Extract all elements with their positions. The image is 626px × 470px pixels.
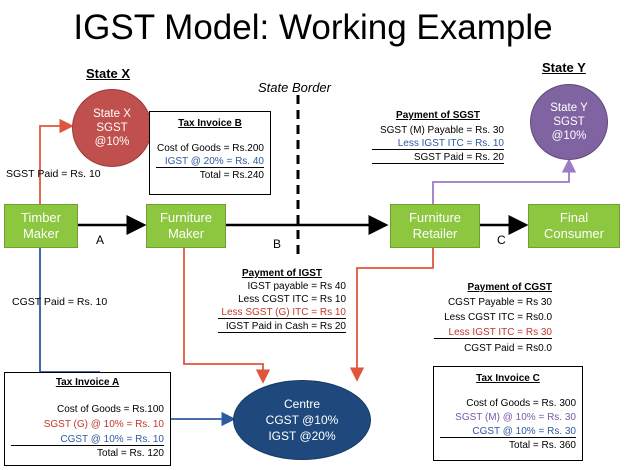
payment-igst-row-3: IGST Paid in Cash = Rs 20 xyxy=(218,321,346,333)
circle-y-line2: SGST xyxy=(553,116,585,128)
payment-cgst-row-0: CGST Payable = Rs 30 xyxy=(447,297,552,308)
invoice-b-title: Tax Invoice B xyxy=(178,118,242,129)
invoice-c-row-2: CGST @ 10% = Rs. 30 xyxy=(440,426,576,438)
centre-line1: Centre xyxy=(283,397,321,411)
invoice-c-title: Tax Invoice C xyxy=(476,373,540,384)
invoice-b-row-2: Total = Rs.240 xyxy=(199,170,264,181)
state-y-label: State Y xyxy=(542,60,586,75)
invoice-a-title: Tax Invoice A xyxy=(55,377,120,388)
centre-line2: CGST @10% xyxy=(265,413,339,427)
invoice-a-row-2: CGST @ 10% = Rs. 10 xyxy=(11,434,164,446)
state-border-label: State Border xyxy=(258,80,331,95)
retailer-line2: Retailer xyxy=(412,226,458,241)
arrow-timber-to-state-x xyxy=(39,118,74,204)
invoice-a-row-0: Cost of Goods = Rs.100 xyxy=(56,404,164,415)
payment-cgst-row-3: CGST Paid = Rs0.0 xyxy=(464,343,552,354)
payment-cgst-block: Payment of CGST CGST Payable = Rs 30 Les… xyxy=(434,282,552,354)
payment-sgst-row-2: SGST Paid = Rs. 20 xyxy=(372,152,504,164)
timber-line1: Timber xyxy=(21,210,61,225)
arrow-maker-to-centre xyxy=(183,247,271,384)
consumer-line2: Consumer xyxy=(544,226,604,241)
circle-x-line1: State X xyxy=(93,108,131,120)
state-x-label: State X xyxy=(86,66,131,81)
sgst-paid-label: SGST Paid = Rs. 10 xyxy=(6,168,101,180)
page-title: IGST Model: Working Example xyxy=(73,8,553,47)
circle-y-line1: State Y xyxy=(550,102,588,114)
tax-invoice-c: Tax Invoice C Cost of Goods = Rs. 300 SG… xyxy=(433,366,583,461)
arrow-timber-to-centre xyxy=(39,246,100,373)
retailer-line1: Furniture xyxy=(408,210,462,225)
invoice-a-row-3: Total = Rs. 120 xyxy=(97,448,164,459)
centre-line3: IGST @20% xyxy=(268,429,336,443)
payment-sgst-row-0: SGST (M) Payable = Rs. 30 xyxy=(379,125,504,136)
tax-invoice-a: Tax Invoice A Cost of Goods = Rs.100 SGS… xyxy=(4,372,171,466)
maker-line1: Furniture xyxy=(159,210,213,225)
flow-label-b: B xyxy=(273,237,282,251)
cgst-paid-label: CGST Paid = Rs. 10 xyxy=(12,296,108,308)
state-x-sgst-circle: State X SGST @10% xyxy=(72,89,152,167)
payment-cgst-row-1: Less CGST ITC = Rs0.0 xyxy=(444,312,552,323)
timber-line2: Maker xyxy=(22,226,60,241)
payment-igst-row-1: Less CGST ITC = Rs 10 xyxy=(238,294,346,305)
arrow-retailer-to-centre xyxy=(349,247,434,382)
flow-label-c: C xyxy=(497,233,506,247)
consumer-line1: Final xyxy=(559,210,589,225)
payment-cgst-title: Payment of CGST xyxy=(467,282,552,293)
payment-cgst-row-2: Less IGST ITC = Rs 30 xyxy=(434,327,552,339)
circle-y-line3: @10% xyxy=(551,130,587,142)
maker-line2: Maker xyxy=(167,226,205,241)
payment-sgst-block: Payment of SGST SGST (M) Payable = Rs. 3… xyxy=(372,110,504,164)
invoice-c-row-1: SGST (M) @ 10% = Rs. 30 xyxy=(455,412,576,423)
payment-igst-block: Payment of IGST IGST payable = Rs 40 Les… xyxy=(218,268,346,333)
invoice-a-row-1: SGST (G) @ 10% = Rs. 10 xyxy=(43,419,164,430)
payment-igst-row-0: IGST payable = Rs 40 xyxy=(247,281,346,292)
payment-sgst-title: Payment of SGST xyxy=(396,110,480,121)
invoice-b-row-0: Cost of Goods = Rs.200 xyxy=(156,143,264,154)
circle-x-line2: SGST xyxy=(96,122,128,134)
arrow-retailer-to-state-y xyxy=(432,158,577,204)
tax-invoice-b: Tax Invoice B Cost of Goods = Rs.200 IGS… xyxy=(149,111,271,195)
state-y-sgst-circle: State Y SGST @10% xyxy=(530,84,608,160)
payment-igst-row-2: Less SGST (G) ITC = Rs 10 xyxy=(218,307,346,319)
invoice-c-row-0: Cost of Goods = Rs. 300 xyxy=(466,398,576,409)
invoice-b-row-1: IGST @ 20% = Rs. 40 xyxy=(156,156,264,168)
centre-circle: Centre CGST @10% IGST @20% xyxy=(233,380,371,460)
circle-x-line3: @10% xyxy=(94,136,130,148)
payment-sgst-row-1: Less IGST ITC = Rs. 10 xyxy=(372,138,504,150)
flow-label-a: A xyxy=(96,233,105,247)
invoice-c-row-3: Total = Rs. 360 xyxy=(509,440,576,451)
payment-igst-title: Payment of IGST xyxy=(241,268,322,279)
